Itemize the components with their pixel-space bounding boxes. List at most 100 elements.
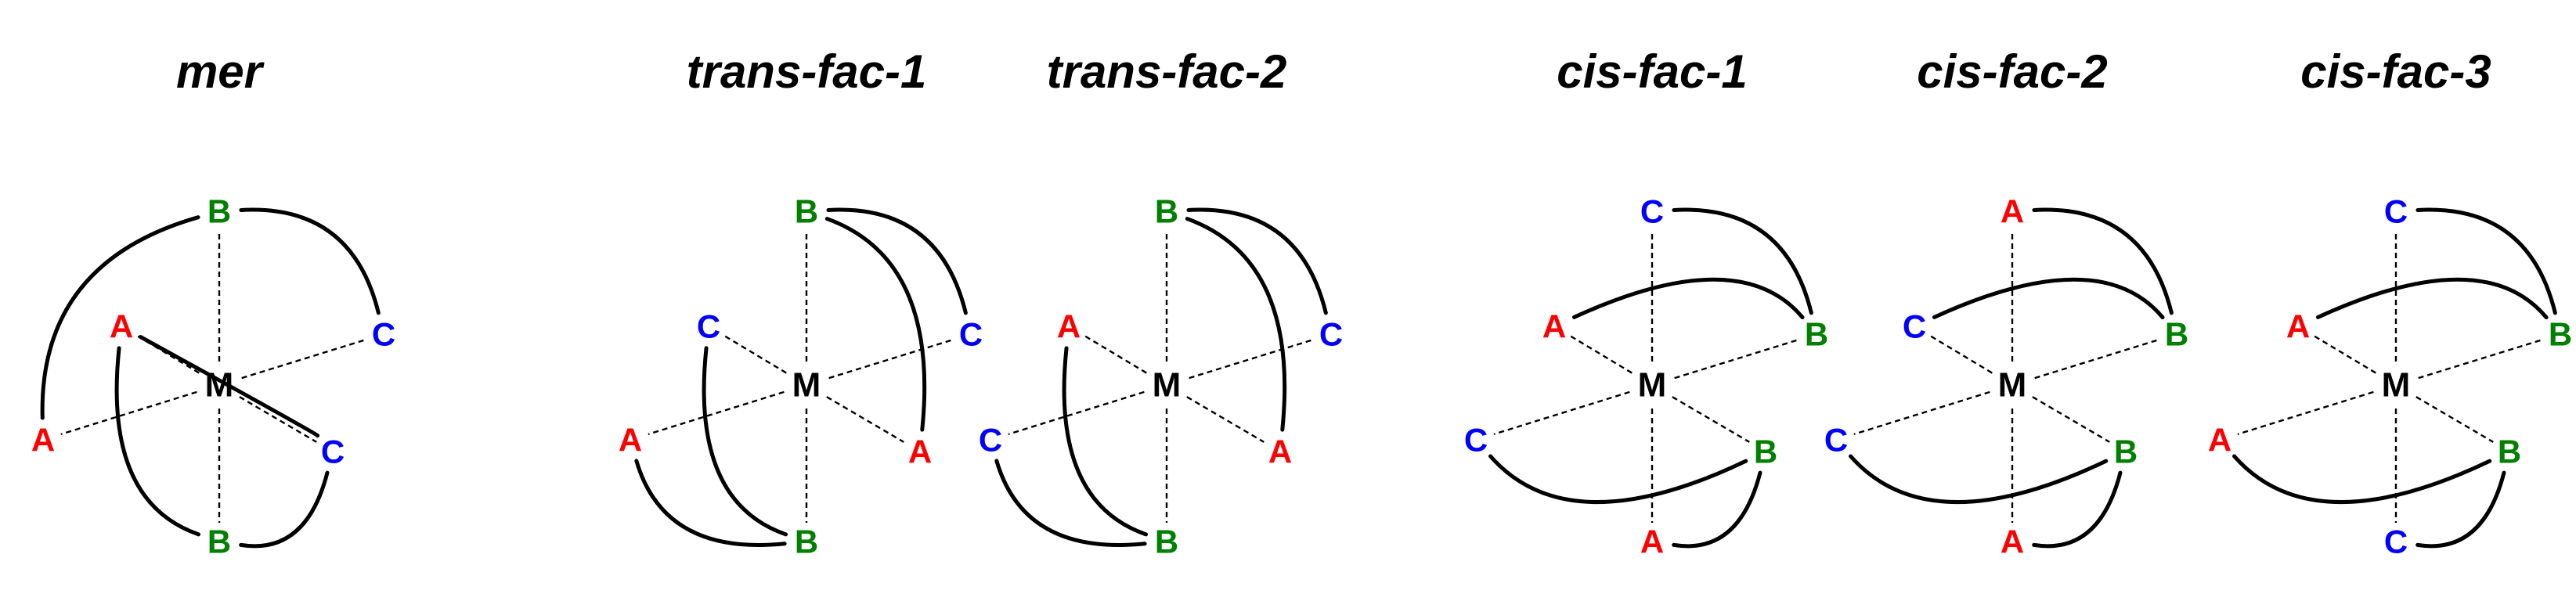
bond-ur <box>828 338 954 380</box>
ligand-top: B <box>795 193 818 230</box>
ligand-lr: B <box>1754 434 1777 470</box>
ligand-ul: C <box>697 308 720 345</box>
bond-ll <box>1493 390 1630 436</box>
bond-lr <box>826 396 904 443</box>
isomer-title: cis-fac-3 <box>2300 45 2491 98</box>
metal-center-label: M <box>1998 366 2027 405</box>
chelate-arc-top-ur <box>826 207 968 315</box>
ligand-bottom: B <box>1155 524 1178 560</box>
isomer-trans-fac-1: trans-fac-1B B C C A A M <box>619 45 983 560</box>
ligand-ur: C <box>372 316 395 353</box>
isomer-title: mer <box>176 45 265 98</box>
chelate-arc-ll-bottom <box>634 459 787 547</box>
isomer-title: trans-fac-1 <box>687 45 927 98</box>
ligand-ll: A <box>619 422 642 459</box>
chelate-arc-ul-ur <box>1932 277 2165 320</box>
ligand-top: C <box>2384 193 2408 230</box>
chelate-arc-ul-lr <box>139 335 320 438</box>
chelate-arc-bottom-lr <box>239 470 330 549</box>
bond-ll <box>1853 390 1990 436</box>
chelate-arc-ul-ur <box>1571 277 1805 320</box>
isomer-cis-fac-2: cis-fac-2A A C B C B M <box>1824 45 2188 560</box>
ligand-bottom: C <box>2384 524 2408 560</box>
chelate-arc-ll-bottom <box>994 459 1147 547</box>
bond-ur <box>1189 338 1314 380</box>
ligand-bottom: A <box>1640 524 1664 560</box>
chelate-arc-top-ur <box>1186 207 1328 315</box>
bond-ul <box>1929 335 1993 374</box>
bond-ul <box>723 335 787 374</box>
chelate-arc-top-lr <box>1185 217 1287 432</box>
chelate-arc-top-lr <box>824 217 927 432</box>
ligand-ur: C <box>1319 316 1343 353</box>
chelate-arc-ll-lr <box>1488 454 1748 505</box>
ligand-top: B <box>1155 193 1178 230</box>
isomer-cis-fac-1: cis-fac-1C A A B C B M <box>1464 45 1828 560</box>
ligand-ul: A <box>1542 308 1566 345</box>
ligand-top: C <box>1640 193 1664 230</box>
ligand-top: B <box>207 193 231 230</box>
bond-ul <box>2313 335 2376 374</box>
metal-center-label: M <box>792 366 821 405</box>
metal-center-label: M <box>2382 366 2411 405</box>
ligand-bottom: A <box>2001 524 2024 560</box>
bond-ul <box>1084 335 1147 374</box>
bond-ll <box>60 390 197 436</box>
bond-ur <box>2034 338 2159 380</box>
isomer-title: cis-fac-2 <box>1917 45 2107 98</box>
chelate-arc-ul-bottom <box>1062 346 1149 537</box>
chelate-arc-ul-bottom <box>702 346 788 537</box>
chelate-arc-ul-ur <box>2315 277 2549 320</box>
ligand-ll: C <box>1824 422 1848 459</box>
chelate-arc-top-ur <box>239 207 381 315</box>
metal-center-label: M <box>205 366 234 405</box>
ligand-ur: B <box>2549 316 2572 353</box>
ligand-ll: A <box>2208 422 2231 459</box>
ligand-ll: C <box>1464 422 1488 459</box>
ligand-top: A <box>2001 193 2024 230</box>
bond-ul <box>1569 335 1633 374</box>
chelate-arc-ll-lr <box>2232 454 2492 505</box>
ligand-ur: C <box>959 316 983 353</box>
ligand-lr: C <box>321 434 345 470</box>
isomer-title: cis-fac-1 <box>1557 45 1747 98</box>
ligand-ul: A <box>1057 308 1081 345</box>
ligand-ll: C <box>979 422 1002 459</box>
chelate-arc-bottom-ul <box>114 346 201 537</box>
metal-center-label: M <box>1153 366 1182 405</box>
chelate-arc-ll-top <box>40 215 200 420</box>
ligand-ur: B <box>2165 316 2188 353</box>
chelate-arc-top-ur <box>2032 207 2174 315</box>
chelate-arc-bottom-lr <box>1672 470 1762 549</box>
ligand-ul: A <box>2286 308 2310 345</box>
bond-lr <box>2415 396 2494 443</box>
bond-ur <box>1674 338 1799 380</box>
bond-lr <box>1672 396 1750 443</box>
ligand-ll: A <box>31 422 55 459</box>
chelate-arc-bottom-lr <box>2032 470 2123 549</box>
ligand-lr: B <box>2114 434 2138 470</box>
bond-ll <box>1008 390 1145 436</box>
bond-ur <box>241 338 366 380</box>
metal-center-label: M <box>1638 366 1667 405</box>
ligand-ul: C <box>1903 308 1926 345</box>
isomer-cis-fac-3: cis-fac-3C C A B A B M <box>2208 45 2572 560</box>
bond-ll <box>2237 390 2374 436</box>
isomer-trans-fac-2: trans-fac-2B B A C C A M <box>979 45 1343 560</box>
ligand-ur: B <box>1805 316 1828 353</box>
chelate-arc-ll-lr <box>1849 454 2109 505</box>
ligand-lr: A <box>908 434 932 470</box>
bond-ur <box>2418 338 2543 380</box>
ligand-lr: A <box>1268 434 1292 470</box>
ligand-bottom: B <box>795 524 818 560</box>
isomer-title: trans-fac-2 <box>1047 45 1287 98</box>
bond-lr <box>239 396 317 443</box>
chelate-arc-top-ur <box>2415 207 2557 315</box>
ligand-lr: B <box>2498 434 2521 470</box>
bond-lr <box>1186 396 1265 443</box>
ligand-ul: A <box>110 308 133 345</box>
chelate-arc-top-ur <box>1672 207 1813 315</box>
ligand-bottom: B <box>207 524 231 560</box>
